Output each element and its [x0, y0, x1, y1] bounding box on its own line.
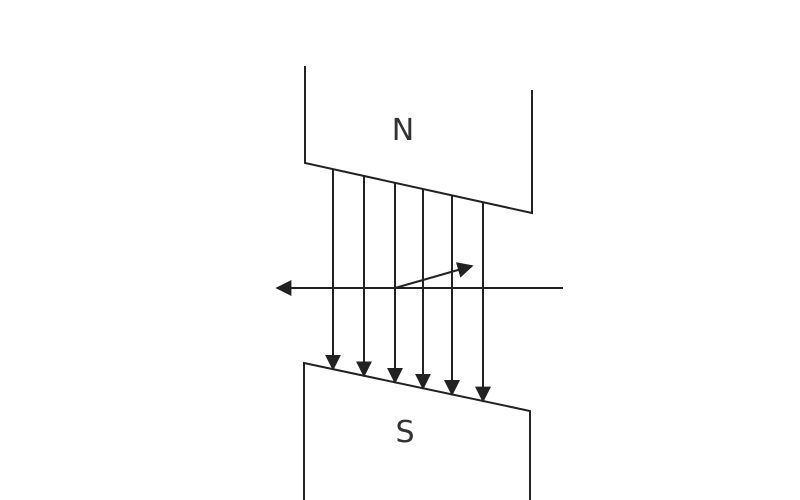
diagonal-arrow: [394, 262, 474, 289]
south-pole-label: S: [395, 415, 414, 450]
north-pole-magnet: [304, 66, 533, 215]
south-pole-magnet: [303, 361, 531, 500]
field-lines: [325, 169, 491, 403]
north-pole-label: N: [392, 113, 414, 148]
